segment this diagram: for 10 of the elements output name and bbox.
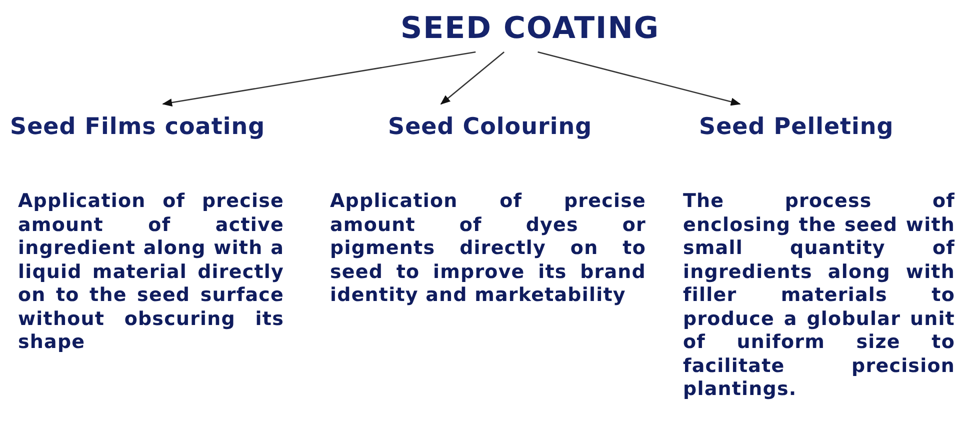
arrow	[162, 51, 476, 106]
category-heading: Seed Colouring	[388, 113, 592, 142]
category-heading: Seed Films coating	[10, 113, 266, 142]
arrow	[440, 52, 505, 105]
description-text: The process of enclosing the seed with small quantity of ingredients along with filler materials to produce a globular unit of uniform size to facilitate precision plantings.	[683, 190, 955, 402]
root-node-label: SEED COATING	[400, 10, 660, 48]
arrow	[538, 51, 741, 106]
category-heading: Seed Pelleting	[699, 113, 894, 142]
description-text: Application of precise amount of active ingredient along with a liquid material directly on to the seed surface without obscuring its shape	[18, 190, 284, 354]
description-text: Application of precise amount of dyes or pigments directly on to seed to improve its brand identity and marketability	[330, 190, 646, 308]
